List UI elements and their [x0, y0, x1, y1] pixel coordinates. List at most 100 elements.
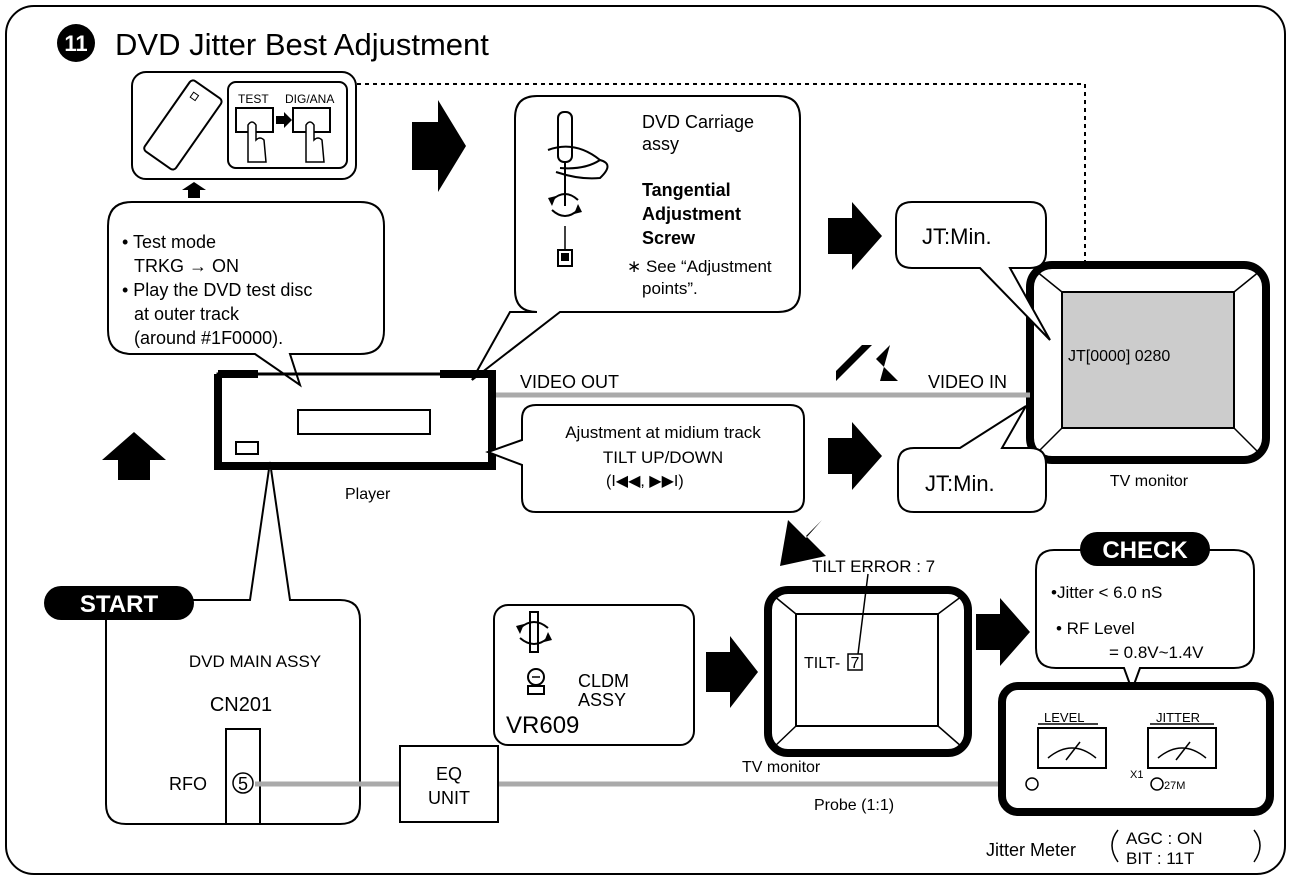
test-mode-bubble: • Test mode TRKG → ON • Play the DVD tes…	[107, 201, 385, 388]
pin-label: RFO	[169, 774, 207, 794]
check-rf-range: = 0.8V~1.4V	[1109, 643, 1204, 662]
tilt-prefix: TILT-	[804, 655, 840, 672]
27m-label: 27M	[1164, 780, 1185, 792]
tilt-line1: Ajustment at midium track	[565, 423, 761, 442]
vr609-box: CLDM ASSY VR609	[493, 604, 695, 746]
eq-line2: UNIT	[428, 788, 470, 808]
video-in-label: VIDEO IN	[928, 372, 1007, 392]
level-needle	[1065, 741, 1081, 761]
test-mode-line4: at outer track	[134, 304, 240, 324]
eq-line1: EQ	[436, 764, 462, 784]
screw-name-line3: Screw	[642, 228, 696, 248]
step-number-badge	[57, 24, 95, 62]
right-arrow-icon	[412, 100, 466, 192]
tilt-bubble: Ajustment at midium track TILT UP/DOWN (…	[485, 404, 805, 513]
remote-control-icon	[143, 79, 223, 171]
jt-min-bubble-bottom: JT:Min.	[897, 405, 1047, 513]
adjustment-screw-icon	[557, 226, 573, 267]
check-badge	[1080, 532, 1210, 566]
screwdriver-icon	[516, 611, 552, 653]
eq-unit-box	[399, 745, 499, 823]
see-note-line2: points”.	[642, 279, 698, 298]
jt-min-bubble-top: JT:Min.	[895, 201, 1051, 341]
right-arrow-icon	[828, 202, 882, 270]
jitter-meter-label: Jitter Meter	[986, 840, 1076, 860]
pressing-finger-icon	[247, 121, 267, 163]
title: 11 DVD Jitter Best Adjustment	[57, 24, 489, 62]
page-title: DVD Jitter Best Adjustment	[115, 27, 489, 62]
start-badge-label: START	[80, 591, 159, 618]
tv-monitor-label: TV monitor	[742, 759, 821, 776]
cldm-line1: CLDM	[578, 671, 629, 691]
remote-panel: TEST DIG/ANA	[131, 71, 357, 180]
jitter-label: JITTER	[1156, 710, 1200, 725]
tv-screen	[1061, 291, 1235, 429]
dvd-player: Player	[214, 370, 496, 503]
check-bubble: CHECK •Jitter < 6.0 nS • RF Level = 0.8V…	[1035, 532, 1255, 693]
pin-number: 5	[238, 774, 248, 794]
right-arrow-icon	[976, 598, 1030, 666]
main-assy-label: DVD MAIN ASSY	[189, 652, 321, 671]
carriage-bubble: DVD Carriage assy Tangential Adjustment …	[471, 95, 801, 381]
screw-name-line1: Tangential	[642, 180, 731, 200]
down-left-arrow-icon	[836, 345, 898, 381]
test-label: TEST	[238, 92, 269, 106]
dotted-leader	[357, 83, 1086, 345]
dig-ana-label: DIG/ANA	[285, 92, 334, 106]
connector-label: CN201	[210, 694, 272, 716]
tv-monitor-label: TV monitor	[1110, 473, 1189, 490]
test-mode-line3: • Play the DVD test disc	[122, 280, 312, 300]
probe-input-jack	[1025, 777, 1039, 791]
test-mode-line1: • Test mode	[122, 232, 216, 252]
jitter-needle	[1175, 741, 1191, 761]
right-arrow-icon	[706, 636, 758, 708]
27m-jack	[1150, 777, 1164, 791]
x1-label: X1	[1130, 769, 1143, 781]
start-section: START DVD MAIN ASSY CN201 5 RFO	[44, 461, 361, 825]
check-badge-label: CHECK	[1102, 537, 1188, 564]
jt-min-label: JT:Min.	[922, 224, 992, 249]
outer-frame	[5, 5, 1286, 875]
check-rf-level: • RF Level	[1056, 619, 1135, 638]
check-jitter: •Jitter < 6.0 nS	[1051, 583, 1162, 602]
jitter-readout: JT[0000] 0280	[1068, 348, 1170, 365]
tilt-line2: TILT UP/DOWN	[603, 448, 723, 467]
tv-monitor-top: JT[0000] 0280 TV monitor	[1026, 261, 1270, 490]
probe-label: Probe (1:1)	[814, 797, 894, 814]
right-arrow-icon	[828, 422, 882, 490]
rotate-arrow-icon	[548, 193, 582, 217]
player-label: Player	[345, 486, 391, 503]
start-badge	[44, 586, 194, 620]
vr-label: VR609	[506, 712, 579, 739]
jitter-meter: LEVEL JITTER X1 27M Probe (1:1) Jitter M…	[814, 682, 1274, 868]
see-note-line1: ∗ See “Adjustment	[627, 257, 772, 276]
test-mode-line5: (around #1F0000).	[134, 328, 283, 348]
pressing-finger-icon	[305, 121, 325, 163]
level-label: LEVEL	[1044, 710, 1084, 725]
screw-name-line2: Adjustment	[642, 204, 741, 224]
up-arrow-icon	[182, 182, 206, 198]
carriage-line2: assy	[642, 134, 679, 154]
power-button	[235, 441, 259, 455]
pin-circle	[232, 772, 254, 794]
tilt-error-label: TILT ERROR : 7	[812, 557, 935, 576]
cldm-line2: ASSY	[578, 690, 626, 710]
screwdriver-icon	[547, 111, 609, 206]
open-paren	[1111, 829, 1119, 863]
tilt-value-box	[847, 653, 863, 671]
potentiometer-icon	[527, 668, 545, 695]
tv-screen	[795, 613, 939, 727]
agc-setting: AGC : ON	[1126, 829, 1203, 848]
leader-line	[857, 573, 869, 655]
test-mode-line2: TRKG → ON	[134, 256, 239, 276]
step-number: 11	[64, 31, 87, 56]
up-arrow-icon	[102, 432, 166, 480]
jt-min-label: JT:Min.	[925, 471, 995, 496]
close-paren	[1253, 829, 1261, 863]
carriage-line1: DVD Carriage	[642, 112, 754, 132]
player-display	[297, 409, 431, 435]
eq-unit: EQ UNIT	[399, 745, 499, 823]
down-left-arrow-icon	[780, 520, 826, 566]
tilt-line3: (I◀◀, ▶▶I)	[606, 473, 684, 490]
